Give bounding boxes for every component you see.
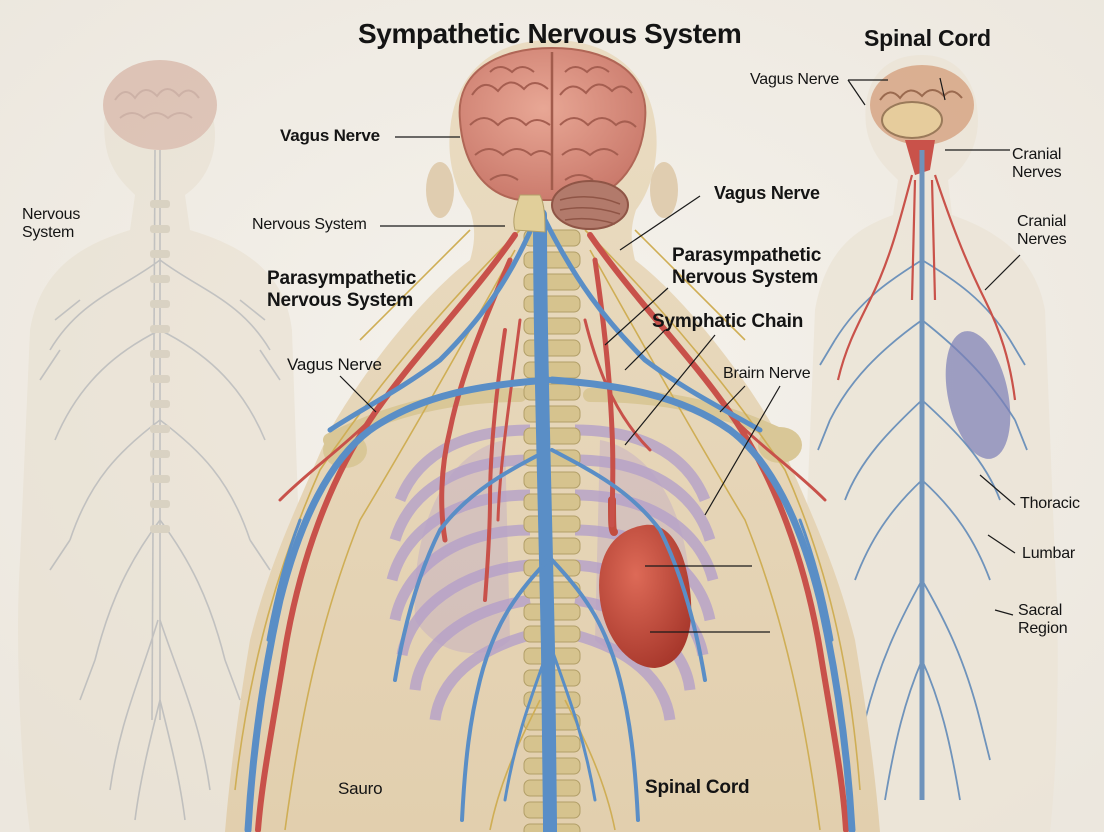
label-bottom-spinal-cord: Spinal Cord	[645, 777, 749, 799]
label-bottom-left: Sauro	[338, 779, 382, 799]
label-cranial-nerves-1: Cranial Nerves	[1012, 146, 1061, 183]
diagram-title: Sympathetic Nervous System	[358, 18, 741, 50]
label-vagus-nerve-upper-left: Vagus Nerve	[280, 126, 380, 146]
label-vagus-nerve-lower-left: Vagus Nerve	[287, 355, 382, 375]
label-symphatic-chain: Symphatic Chain	[652, 311, 803, 333]
label-sacral-region: Sacral Region	[1018, 602, 1068, 639]
spinal-cord-title: Spinal Cord	[864, 25, 991, 51]
label-parasympathetic-right: Parasympathetic Nervous System	[672, 245, 821, 289]
label-lumbar: Lumbar	[1022, 545, 1075, 563]
label-brain-nerve: Brairn Nerve	[723, 365, 810, 383]
label-thoracic: Thoracic	[1020, 495, 1080, 513]
label-side-vagus-nerve: Vagus Nerve	[750, 71, 839, 89]
left-figure-brain	[103, 60, 217, 150]
label-cranial-nerves-2: Cranial Nerves	[1017, 213, 1066, 250]
label-parasympathetic-left: Parasympathetic Nervous System	[267, 268, 416, 312]
label-vagus-nerve-right: Vagus Nerve	[714, 183, 820, 204]
label-nervous-system-left: Nervous System	[22, 206, 80, 243]
cerebellum	[552, 181, 628, 229]
label-nervous-system-center: Nervous System	[252, 216, 367, 234]
